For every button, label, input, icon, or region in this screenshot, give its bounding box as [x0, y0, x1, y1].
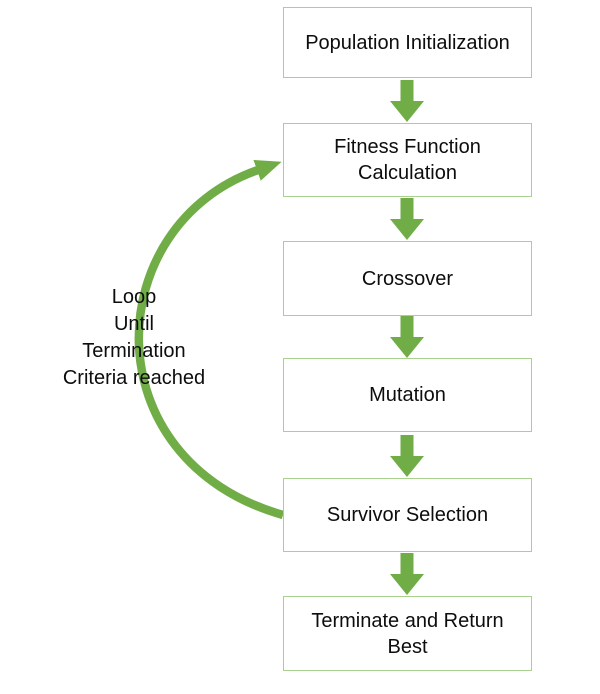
flow-box-label: Survivor Selection: [326, 504, 489, 526]
loop-annotation-line: Termination: [82, 340, 186, 362]
down-block-arrow-icon: [390, 316, 424, 358]
flow-box-terminate-and-return-best: Terminate and Return Best: [283, 596, 532, 671]
down-block-arrow-icon: [390, 80, 424, 122]
loop-annotation-line: Loop: [111, 286, 157, 308]
flow-box-label: Mutation: [369, 384, 446, 406]
down-block-arrow-icon: [390, 198, 424, 240]
loop-annotation-line: Criteria reached: [62, 367, 206, 389]
flow-box-survivor-selection: Survivor Selection: [283, 478, 532, 552]
curved-loop-arrow-icon: [134, 159, 285, 520]
flow-box-label: Fitness Function Calculation: [334, 136, 481, 184]
down-block-arrow-icon: [390, 553, 424, 595]
flow-box-label: Crossover: [361, 267, 454, 290]
flow-box-label: Population Initialization: [305, 31, 510, 54]
flow-box-mutation: Mutation: [283, 358, 532, 432]
flow-box-fitness-function-calculation: Fitness Function Calculation: [283, 123, 532, 197]
loop-annotation-line: Until: [113, 313, 154, 335]
flow-box-label: Terminate and Return Best: [311, 609, 504, 658]
flow-box-population-initialization: Population Initialization: [283, 7, 532, 78]
loop-annotation: Loop Until Termination Criteria reached: [39, 284, 229, 392]
down-block-arrow-icon: [390, 435, 424, 477]
flow-box-crossover: Crossover: [283, 241, 532, 316]
